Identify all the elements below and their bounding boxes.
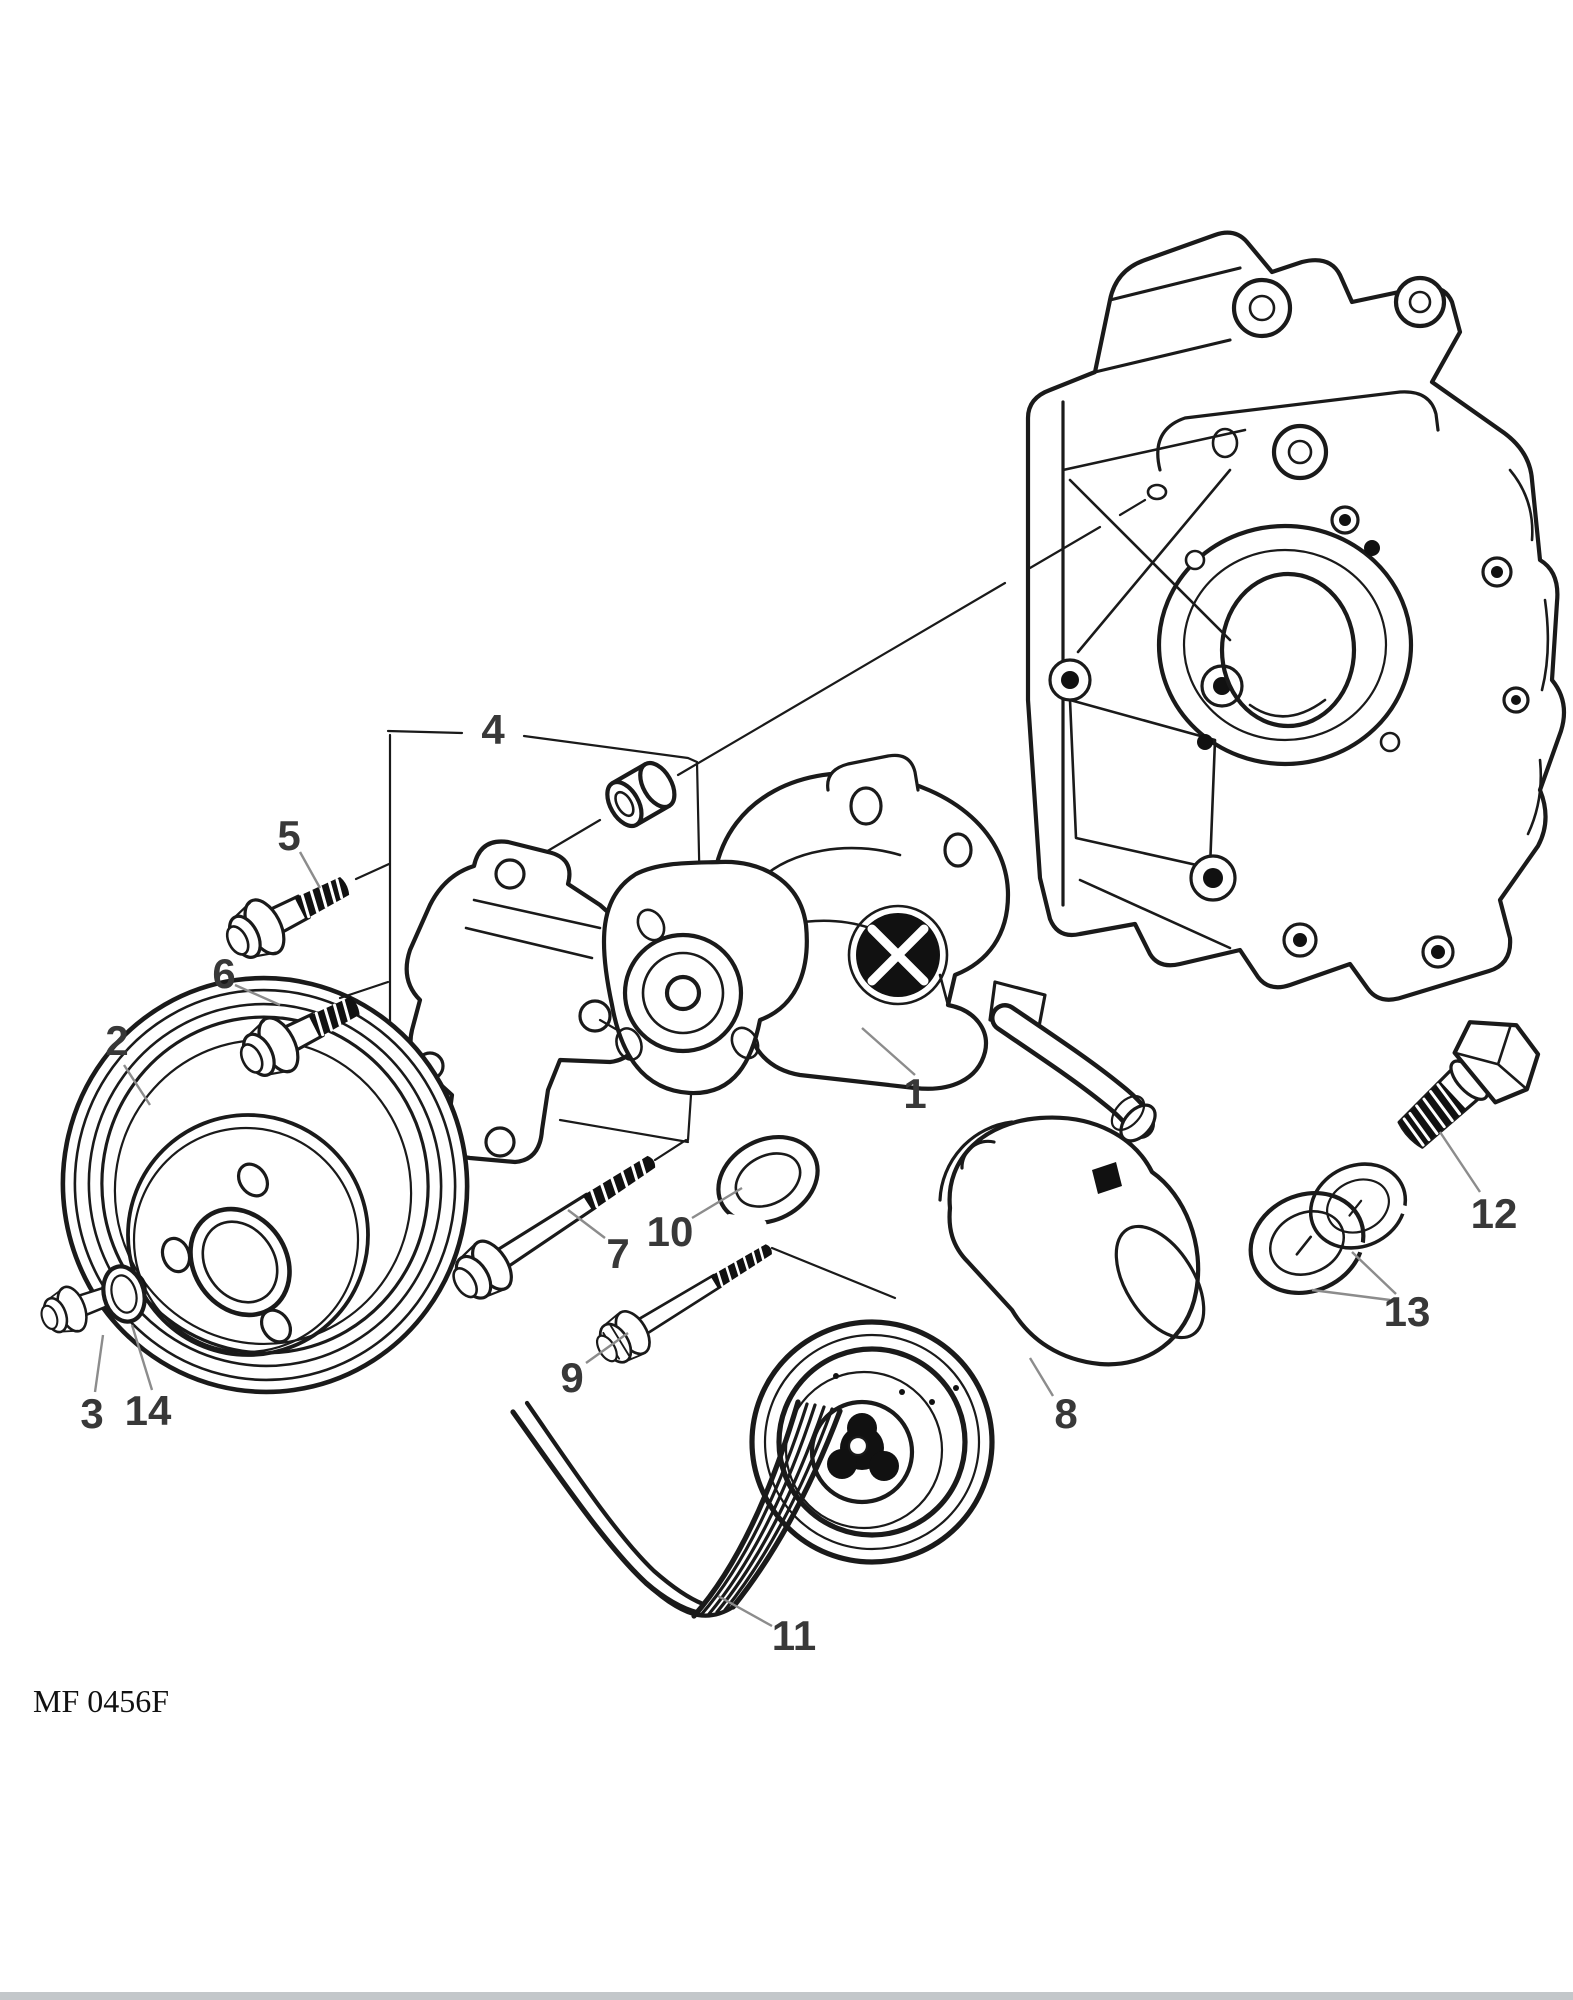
callout-8-leader [1028,1357,1055,1397]
callout-11: 11 [772,1612,816,1659]
tensioner-pivot-bolt-9 [595,1244,772,1364]
callout-8: 8 [1054,1390,1077,1437]
callout-3-leader [93,1334,105,1393]
callout-9-leader [585,1332,629,1364]
hex-plug-bolt [1397,1020,1541,1149]
pulley-washer-14 [101,1264,147,1324]
power-steering-pump [601,753,1157,1143]
bracket-bolt-6 [239,996,360,1077]
callout-14-leader [130,1324,154,1391]
belt-tensioner [749,1115,1206,1565]
drive-belt [510,1399,843,1619]
callout-13: 13 [1384,1288,1431,1335]
bolt-6-axis-line [338,980,390,1000]
callout-7-leader [567,1209,606,1239]
callout-9: 9 [560,1354,583,1401]
bracket-bolt-5 [225,877,350,959]
callout-5: 5 [277,812,300,859]
callout-12: 12 [1471,1190,1518,1237]
alignment-leader-line [510,498,1147,874]
callout-10: 10 [647,1208,694,1255]
figure-code: MF 0456F [33,1683,169,1719]
callout-7: 7 [606,1230,629,1277]
callout-6: 6 [212,950,235,997]
callout-4: 4 [481,706,505,753]
callout-leaders [93,851,1481,1628]
callout-13-leader-b [1311,1288,1391,1302]
callout-6-leader [234,983,281,1007]
bolt-9-axis-line [770,1246,897,1300]
callout-1: 1 [903,1070,926,1117]
callout-12-leader [1439,1131,1481,1193]
bolt-5-axis-line [354,862,391,881]
spacer-bushing [605,760,677,829]
pump-mounting-bolt-7 [452,1155,656,1300]
callout-1-leader [861,1027,916,1076]
callout-5-leader [298,851,322,889]
timing-cover [1025,230,1567,1002]
callout-2-leader [122,1064,152,1106]
o-ring-seal [716,1134,820,1229]
callout-3: 3 [80,1390,103,1437]
callout-14: 14 [125,1387,172,1434]
callout-11-leader [717,1594,773,1628]
bottom-edge-bar [0,1992,1573,2000]
bolt-7-axis-line [653,1138,688,1162]
crankshaft-pulley [60,975,470,1395]
sealing-washer-small [1308,1162,1424,1250]
callout-labels: 1 2 3 4 5 6 7 8 9 10 11 12 13 14 [80,706,1517,1659]
mounting-bracket [404,839,661,1165]
sealing-washer-large [1248,1190,1386,1296]
callout-2: 2 [105,1017,128,1064]
callout-10-leader [691,1186,743,1220]
callout-13-leader-a [1351,1251,1397,1295]
